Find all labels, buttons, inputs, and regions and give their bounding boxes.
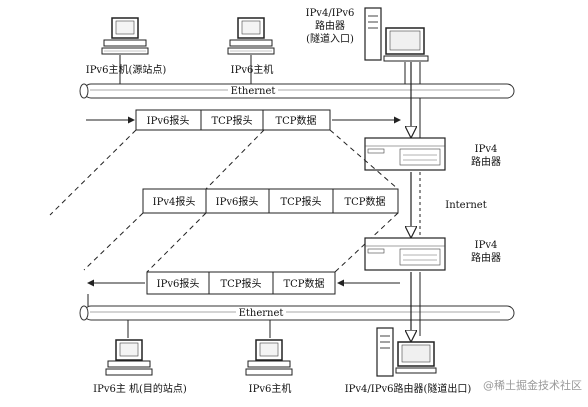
host-label-bottom: IPv6主机 bbox=[249, 382, 292, 395]
ethernet-cable-bottom: Ethernet bbox=[79, 305, 515, 321]
packet-middle-cell: IPv4报头 bbox=[153, 195, 196, 208]
host-label-destination: IPv6主 机(目的站点) bbox=[93, 382, 187, 395]
packet-bottom-cell: TCP报头 bbox=[220, 277, 261, 290]
host-label-top: IPv6主机 bbox=[231, 63, 274, 76]
packet-bottom: IPv6报头 TCP报头 TCP数据 bbox=[146, 271, 336, 295]
ethernet-label-top: Ethernet bbox=[231, 86, 276, 97]
ethernet-label-bottom: Ethernet bbox=[239, 308, 284, 319]
host-label-source: IPv6主机(源站点) bbox=[86, 63, 167, 76]
packet-top-cell: IPv6报头 bbox=[147, 114, 190, 127]
packet-top-cell: TCP数据 bbox=[275, 114, 316, 127]
entry-router-label-2: 路由器 bbox=[315, 19, 345, 32]
router-icon bbox=[364, 237, 446, 271]
ethernet-cable-top: Ethernet bbox=[79, 83, 515, 99]
packet-top-cell: TCP报头 bbox=[211, 114, 252, 127]
exit-router-label: IPv4/IPv6路由器(隧道出口) bbox=[345, 382, 472, 395]
ipv4-router-top-label-1: IPv4 bbox=[475, 144, 498, 155]
ipv4-router-top-label-2: 路由器 bbox=[471, 155, 501, 168]
packet-bottom-cell: TCP数据 bbox=[283, 277, 324, 290]
packet-top: IPv6报头 TCP报头 TCP数据 bbox=[135, 109, 331, 131]
server-icon bbox=[364, 7, 429, 62]
computer-icon bbox=[227, 17, 275, 55]
packet-middle-cell: TCP报头 bbox=[280, 195, 321, 208]
internet-label: Internet bbox=[445, 200, 486, 211]
entry-router-label-3: (隧道入口) bbox=[306, 32, 354, 45]
packet-bottom-cell: IPv6报头 bbox=[157, 277, 200, 290]
ipv4-router-bottom-label-1: IPv4 bbox=[475, 240, 498, 251]
computer-icon bbox=[245, 339, 293, 376]
entry-router-label-1: IPv4/IPv6 bbox=[306, 8, 355, 19]
ipv4-router-bottom-label-2: 路由器 bbox=[471, 251, 501, 264]
server-icon bbox=[376, 327, 437, 377]
router-icon bbox=[364, 137, 446, 171]
computer-icon bbox=[101, 17, 149, 55]
packet-middle: IPv4报头 IPv6报头 TCP报头 TCP数据 bbox=[142, 188, 399, 214]
computer-icon bbox=[105, 339, 153, 376]
packet-middle-cell: TCP数据 bbox=[344, 195, 385, 208]
watermark-text: @稀土掘金技术社区 bbox=[483, 378, 582, 392]
packet-middle-cell: IPv6报头 bbox=[216, 195, 259, 208]
